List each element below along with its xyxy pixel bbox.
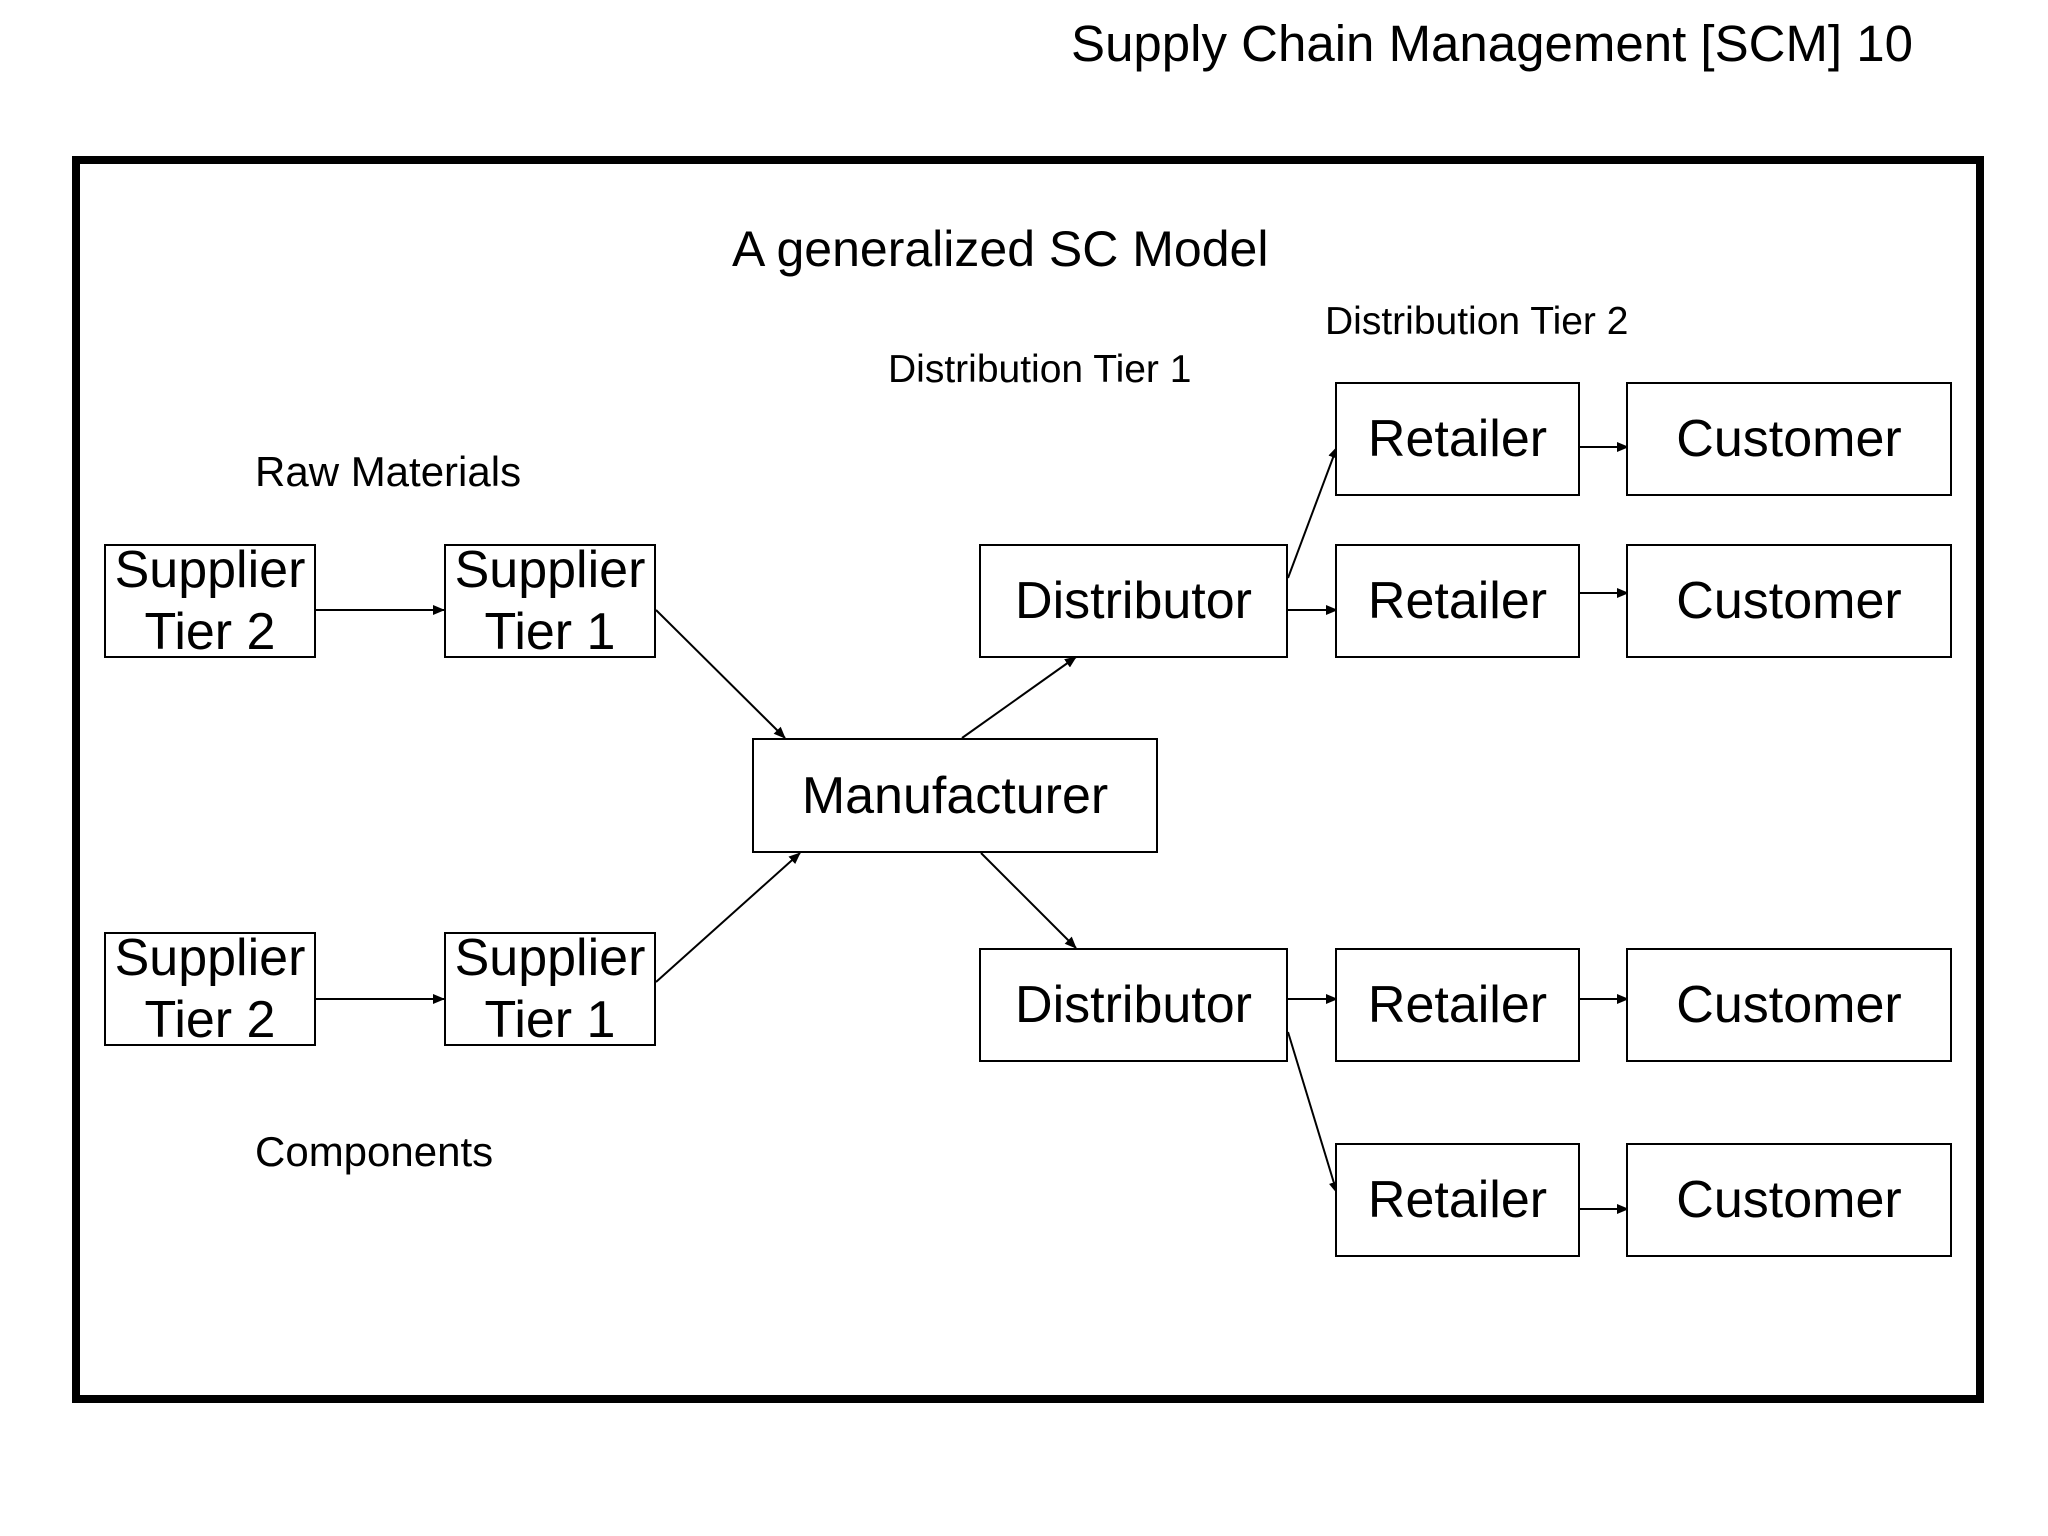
label-components: Components	[255, 1128, 494, 1175]
node-customer-2: Customer	[1626, 544, 1952, 658]
node-supplier-tier1-bottom: Supplier Tier 1	[444, 929, 656, 1049]
label-distribution-tier-1: Distribution Tier 1	[888, 348, 1192, 391]
node-retailer-2: Retailer	[1335, 544, 1580, 658]
node-supplier-tier1-bottom-line1: Supplier	[454, 929, 646, 987]
node-supplier-tier2-top-line2: Tier 2	[144, 603, 276, 661]
page-header: Supply Chain Management [SCM] 10	[1071, 15, 1913, 72]
node-customer-1-label: Customer	[1676, 410, 1902, 468]
node-manufacturer: Manufacturer	[752, 738, 1158, 853]
node-customer-4-label: Customer	[1676, 1171, 1902, 1229]
node-supplier-tier1-top: Supplier Tier 1	[444, 541, 656, 661]
node-distributor-bottom-label: Distributor	[1015, 976, 1252, 1034]
node-retailer-3: Retailer	[1335, 948, 1580, 1062]
node-supplier-tier1-top-line2: Tier 1	[484, 603, 616, 661]
node-customer-3-label: Customer	[1676, 976, 1902, 1034]
node-customer-4: Customer	[1626, 1143, 1952, 1257]
edge-manufacturer-to-distributor-bottom	[980, 852, 1077, 949]
node-supplier-tier1-bottom-line2: Tier 1	[484, 991, 616, 1049]
node-customer-3: Customer	[1626, 948, 1952, 1062]
node-retailer-1-label: Retailer	[1367, 410, 1548, 468]
node-distributor-top-label: Distributor	[1015, 572, 1252, 630]
node-supplier-tier1-top-line1: Supplier	[454, 541, 646, 599]
node-supplier-tier2-bottom: Supplier Tier 2	[104, 929, 316, 1049]
diagram-title: A generalized SC Model	[732, 221, 1269, 277]
node-supplier-tier2-bottom-line2: Tier 2	[144, 991, 276, 1049]
label-raw-materials: Raw Materials	[255, 448, 522, 495]
edge-supplier-t1-bottom-to-manufacturer	[655, 852, 801, 983]
diagram-frame	[72, 156, 1984, 1403]
node-supplier-tier2-top: Supplier Tier 2	[104, 541, 316, 661]
node-supplier-tier2-top-line1: Supplier	[114, 541, 306, 599]
node-distributor-top: Distributor	[979, 544, 1288, 658]
edge-distributor-top-to-retailer-1	[1287, 446, 1338, 579]
label-distribution-tier-2: Distribution Tier 2	[1325, 300, 1629, 343]
node-retailer-3-label: Retailer	[1367, 976, 1548, 1034]
node-manufacturer-label: Manufacturer	[801, 766, 1109, 825]
node-retailer-4-label: Retailer	[1367, 1171, 1548, 1229]
node-distributor-bottom: Distributor	[979, 948, 1288, 1062]
node-supplier-tier2-bottom-line1: Supplier	[114, 929, 306, 987]
edge-manufacturer-to-distributor-top	[961, 656, 1077, 739]
node-retailer-4: Retailer	[1335, 1143, 1580, 1257]
node-customer-1: Customer	[1626, 382, 1952, 496]
edge-distributor-bottom-to-retailer-4	[1287, 1031, 1339, 1194]
edge-supplier-t1-top-to-manufacturer	[655, 609, 786, 739]
node-retailer-2-label: Retailer	[1367, 572, 1548, 630]
node-customer-2-label: Customer	[1676, 572, 1902, 630]
node-retailer-1: Retailer	[1335, 382, 1580, 496]
